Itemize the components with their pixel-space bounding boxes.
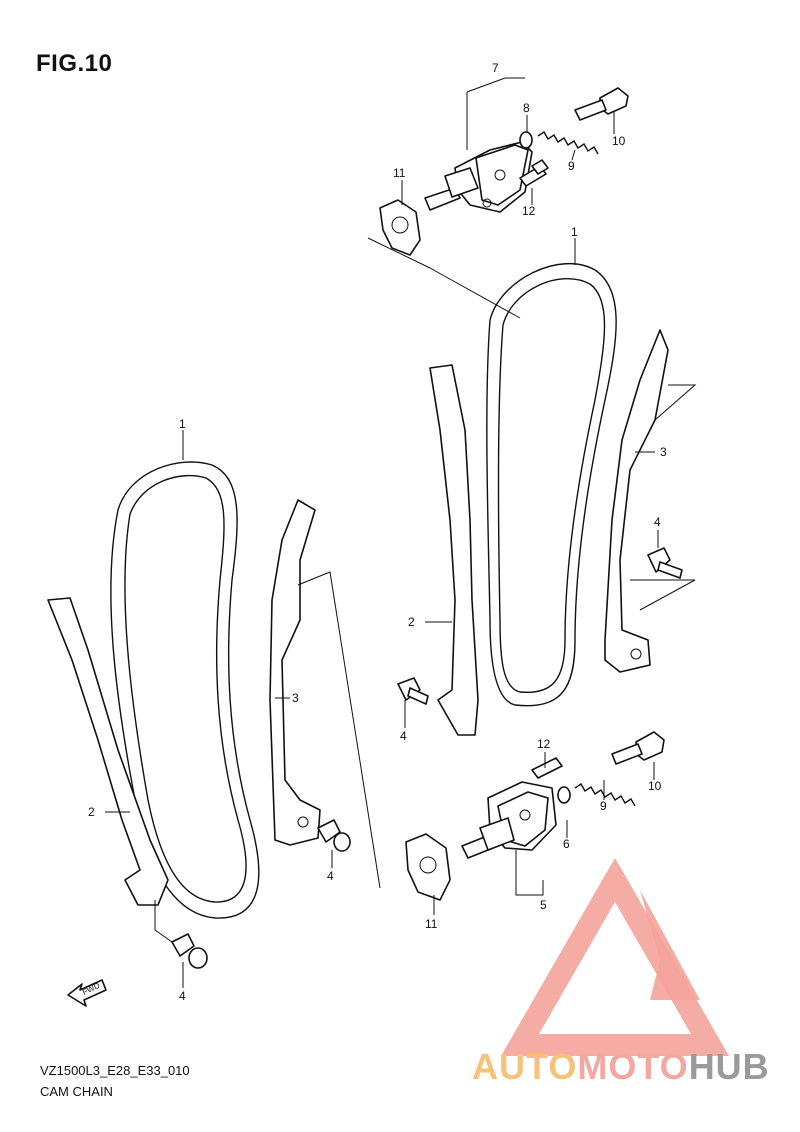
watermark-part-hub: HUB xyxy=(688,1046,770,1087)
callout-10: 10 xyxy=(648,779,662,793)
callout-8: 8 xyxy=(523,101,530,115)
callout-1: 1 xyxy=(179,417,186,431)
left-bolts xyxy=(154,819,351,969)
right-bolts xyxy=(397,547,683,705)
callout-1: 1 xyxy=(571,225,578,239)
callout-11: 11 xyxy=(425,917,438,931)
callout-2: 2 xyxy=(88,805,95,819)
callout-9: 9 xyxy=(600,799,607,813)
callout-labels: 7 8 10 9 11 12 1 3 4 2 4 12 10 9 6 5 11 … xyxy=(88,61,667,1003)
figure-name: CAM CHAIN xyxy=(40,1084,113,1099)
callout-4: 4 xyxy=(400,729,407,743)
callout-10: 10 xyxy=(612,134,626,148)
callout-3: 3 xyxy=(660,445,667,459)
watermark-logo xyxy=(500,857,730,1056)
callout-4: 4 xyxy=(654,515,661,529)
callout-11: 11 xyxy=(393,166,406,180)
left-cam-chain xyxy=(110,461,260,919)
watermark-text: AUTOMOTOHUB xyxy=(472,1046,770,1088)
watermark-part-moto: MOTO xyxy=(577,1046,689,1087)
callout-2: 2 xyxy=(408,615,415,629)
watermark-part-auto: AUTO xyxy=(472,1046,578,1087)
callout-12: 12 xyxy=(537,737,551,751)
figure-code: VZ1500L3_E28_E33_010 xyxy=(40,1063,190,1078)
callout-7: 7 xyxy=(492,61,499,75)
figure-title: FIG.10 xyxy=(36,50,113,77)
right-cam-chain xyxy=(486,262,617,707)
callout-4: 4 xyxy=(179,989,186,1003)
fwd-arrow: FWD xyxy=(67,979,107,1007)
callout-4: 4 xyxy=(327,869,334,883)
callout-3: 3 xyxy=(292,691,299,705)
callout-5: 5 xyxy=(540,898,547,912)
callout-9: 9 xyxy=(568,159,575,173)
callout-leaders xyxy=(105,112,659,988)
callout-12: 12 xyxy=(522,204,536,218)
callout-6: 6 xyxy=(563,837,570,851)
lower-tensioner-assembly xyxy=(405,731,665,901)
right-guides xyxy=(429,329,697,736)
upper-tensioner-assembly xyxy=(367,77,629,319)
left-guides xyxy=(47,499,381,906)
